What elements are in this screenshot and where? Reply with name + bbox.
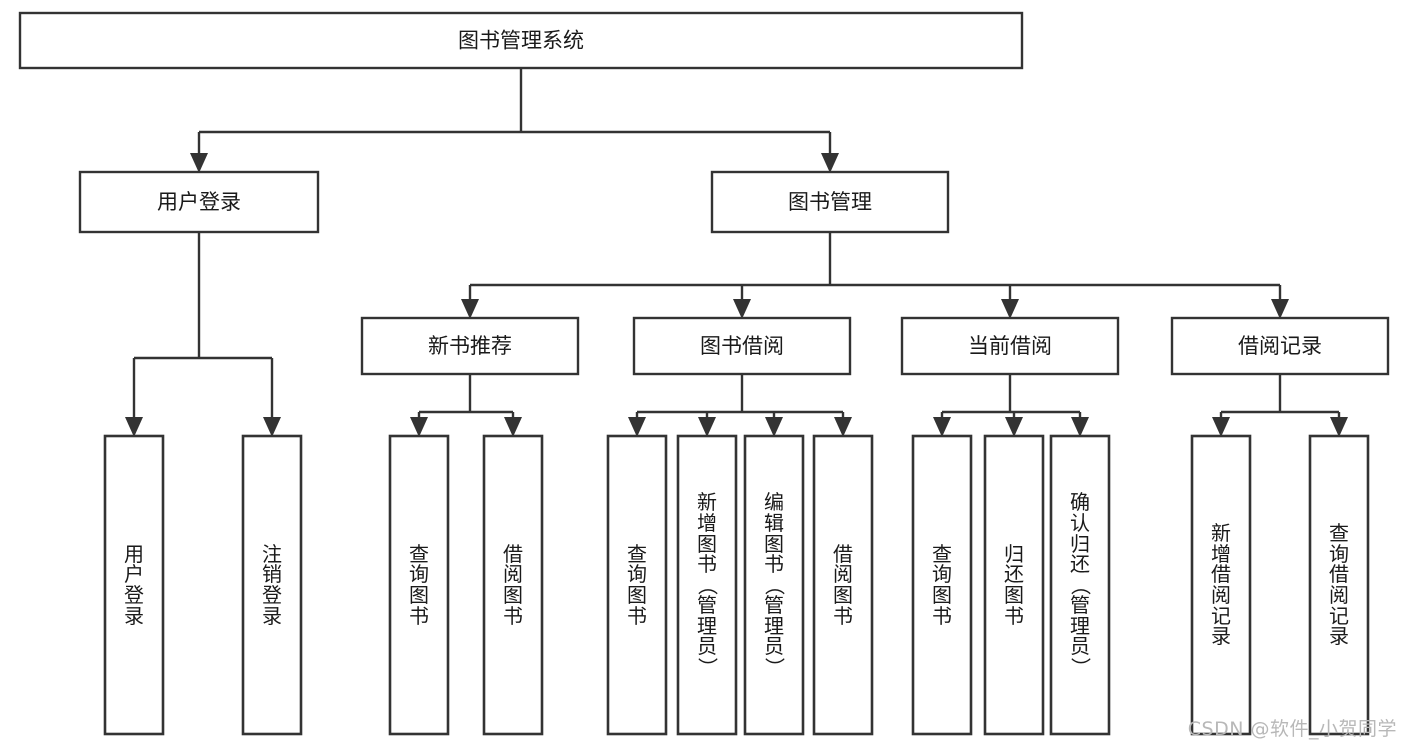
node-book-borrow[interactable]: 图书借阅	[632, 316, 852, 376]
connector-layer	[125, 68, 1348, 437]
watermark-text: CSDN @软件_小贺同学	[1187, 718, 1397, 740]
node-box-leaf-borrow-add[interactable]	[676, 434, 738, 736]
node-leaf-cur-return[interactable]	[983, 434, 1045, 736]
node-box-new-book-rec[interactable]	[360, 316, 580, 376]
arrow-head-6-0	[1212, 417, 1230, 437]
node-box-root[interactable]	[18, 11, 1024, 70]
node-box-user-login[interactable]	[78, 170, 320, 234]
node-box-leaf-rec-add[interactable]	[1190, 434, 1252, 736]
node-box-current-borrow[interactable]	[900, 316, 1120, 376]
node-box-leaf-cur-return[interactable]	[983, 434, 1045, 736]
arrow-head-5-1	[1005, 417, 1023, 437]
node-root[interactable]: 图书管理系统	[18, 11, 1024, 70]
node-borrow-record[interactable]: 借阅记录	[1170, 316, 1390, 376]
node-label-root: 图书管理系统	[458, 29, 584, 53]
node-box-leaf-user-login[interactable]	[103, 434, 165, 736]
node-label-borrow-record: 借阅记录	[1238, 334, 1322, 358]
arrow-head-2-1	[733, 299, 751, 319]
node-current-borrow[interactable]: 当前借阅	[900, 316, 1120, 376]
node-leaf-borrow-add[interactable]	[676, 434, 738, 736]
arrow-head-2-0	[461, 299, 479, 319]
node-box-leaf-borrow-edit[interactable]	[743, 434, 805, 736]
arrow-head-4-3	[834, 417, 852, 437]
node-label-book-borrow: 图书借阅	[700, 334, 784, 358]
node-label-current-borrow: 当前借阅	[968, 334, 1052, 358]
node-box-leaf-cur-confirm[interactable]	[1049, 434, 1111, 736]
node-leaf-user-login[interactable]	[103, 434, 165, 736]
node-leaf-cur-confirm[interactable]	[1049, 434, 1111, 736]
node-label-user-login: 用户登录	[157, 190, 241, 214]
node-book-manage[interactable]: 图书管理	[710, 170, 950, 234]
arrow-head-5-0	[933, 417, 951, 437]
node-leaf-borrow-query[interactable]	[606, 434, 668, 736]
arrow-head-3-0	[410, 417, 428, 437]
arrow-head-4-2	[765, 417, 783, 437]
arrow-head-1-0	[125, 417, 143, 437]
node-user-login[interactable]: 用户登录	[78, 170, 320, 234]
arrow-head-2-2	[1001, 299, 1019, 319]
node-box-leaf-rec-search[interactable]	[1308, 434, 1370, 736]
node-leaf-rec-search[interactable]	[1308, 434, 1370, 736]
arrow-head-1-1	[263, 417, 281, 437]
node-leaf-rec-add[interactable]	[1190, 434, 1252, 736]
node-box-leaf-rec-query[interactable]	[388, 434, 450, 736]
arrow-head-0-0	[190, 153, 208, 173]
node-box-leaf-user-logout[interactable]	[241, 434, 303, 736]
node-new-book-rec[interactable]: 新书推荐	[360, 316, 580, 376]
node-box-leaf-rec-borrow[interactable]	[482, 434, 544, 736]
node-leaf-rec-borrow[interactable]	[482, 434, 544, 736]
arrow-head-4-1	[698, 417, 716, 437]
node-label-book-manage: 图书管理	[788, 190, 872, 214]
node-leaf-borrow-edit[interactable]	[743, 434, 805, 736]
node-box-leaf-cur-query[interactable]	[911, 434, 973, 736]
node-box-book-manage[interactable]	[710, 170, 950, 234]
arrow-head-2-3	[1271, 299, 1289, 319]
arrow-head-4-0	[628, 417, 646, 437]
arrow-head-5-2	[1071, 417, 1089, 437]
node-leaf-cur-query[interactable]	[911, 434, 973, 736]
node-box-leaf-borrow-take[interactable]	[812, 434, 874, 736]
arrow-head-0-1	[821, 153, 839, 173]
node-leaf-user-logout[interactable]	[241, 434, 303, 736]
arrow-head-6-1	[1330, 417, 1348, 437]
node-box-leaf-borrow-query[interactable]	[606, 434, 668, 736]
node-box-borrow-record[interactable]	[1170, 316, 1390, 376]
node-label-new-book-rec: 新书推荐	[428, 334, 512, 358]
node-box-book-borrow[interactable]	[632, 316, 852, 376]
arrow-head-3-1	[504, 417, 522, 437]
node-leaf-rec-query[interactable]	[388, 434, 450, 736]
node-leaf-borrow-take[interactable]	[812, 434, 874, 736]
